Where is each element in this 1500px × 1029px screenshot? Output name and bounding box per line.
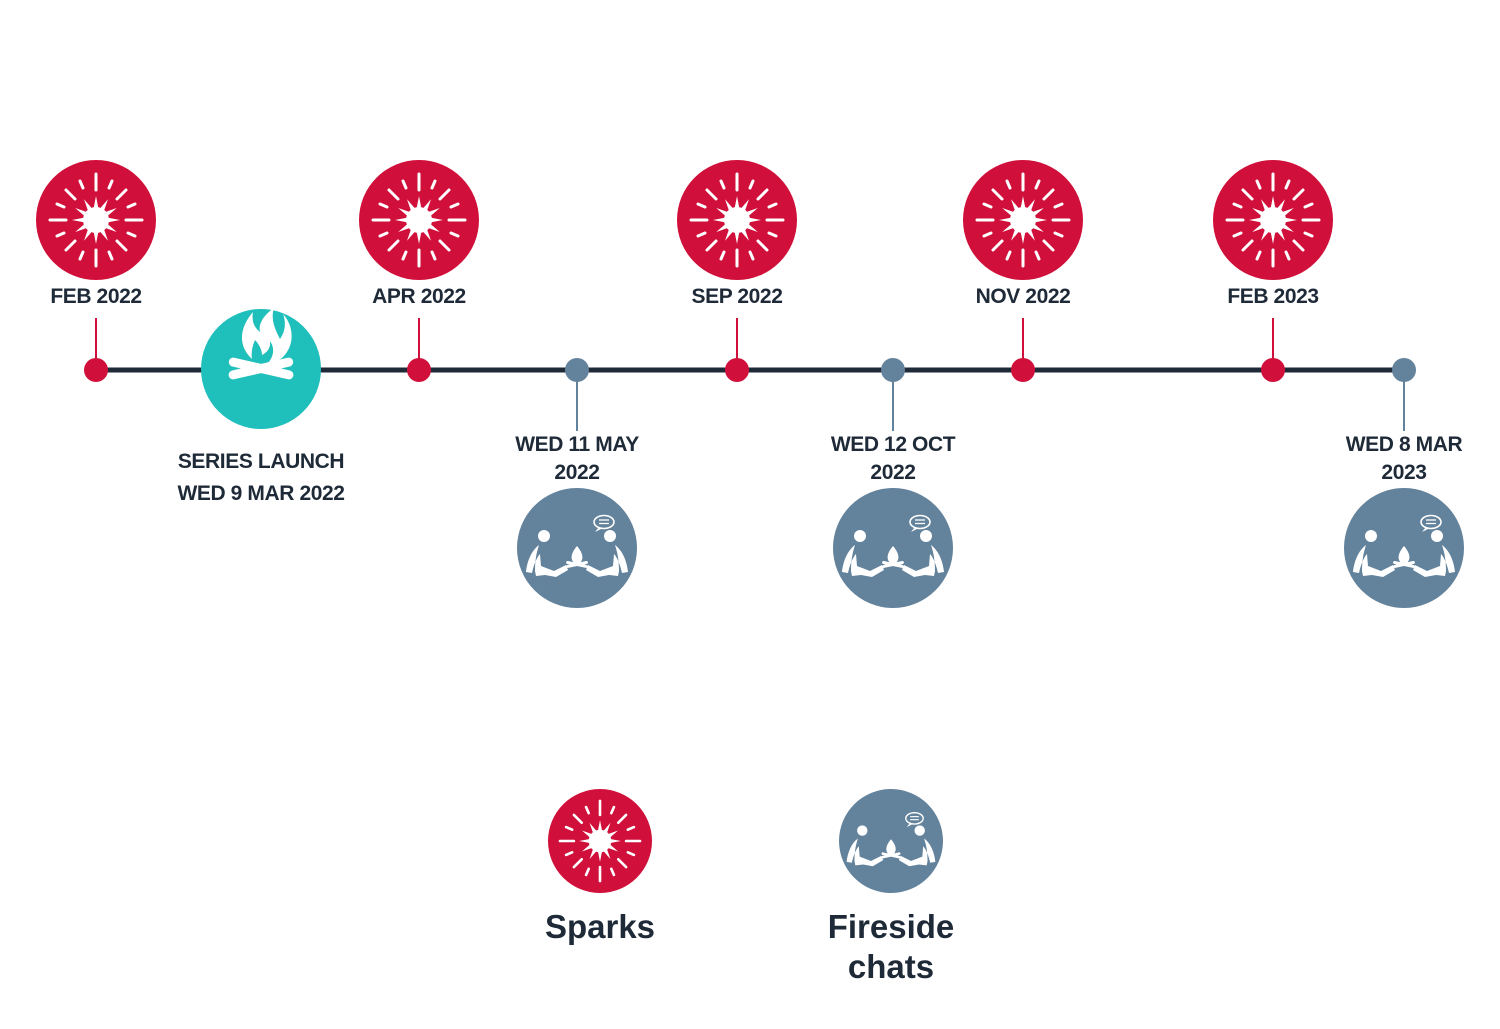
timeline-dot-oct-2022	[881, 358, 905, 382]
legend-label-sparks: Sparks	[544, 908, 656, 945]
timeline-dot-apr-2022	[407, 358, 431, 382]
event-label-nov-2022: NOV 2022	[975, 285, 1071, 308]
event-label-feb-2022: FEB 2022	[50, 285, 142, 308]
timeline-dot-mar-2023	[1392, 358, 1416, 382]
legend-label-fireside-chats: Fireside chats	[827, 908, 955, 985]
timeline-dot-sep-2022	[725, 358, 749, 382]
timeline-dot-may-2022	[565, 358, 589, 382]
event-label-may-2022: WED 11 MAY 2022	[515, 433, 639, 484]
event-label-apr-2022: APR 2022	[372, 285, 466, 308]
timeline-dot-feb-2023	[1261, 358, 1285, 382]
event-label-mar-2023: WED 8 MAR 2023	[1345, 433, 1463, 484]
timeline-dot-nov-2022	[1011, 358, 1035, 382]
event-label-oct-2022: WED 12 OCT 2022	[830, 433, 956, 484]
timeline-dot-feb-2022	[84, 358, 108, 382]
event-label-sep-2022: SEP 2022	[691, 285, 783, 308]
event-label-feb-2023: FEB 2023	[1227, 285, 1319, 308]
event-label-series-launch: SERIES LAUNCH WED 9 MAR 2022	[177, 450, 345, 505]
